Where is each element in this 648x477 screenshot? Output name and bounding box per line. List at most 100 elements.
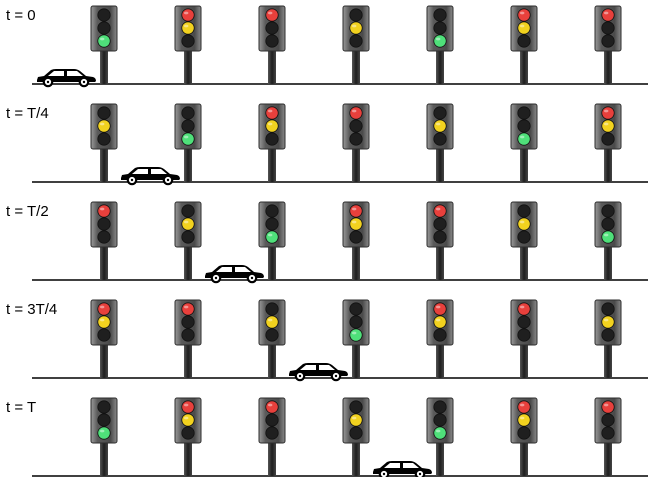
traffic-light	[175, 202, 201, 280]
traffic-light-pole	[100, 244, 108, 280]
red-lamp-glare	[268, 12, 272, 15]
yellow-lamp-glare	[184, 417, 188, 420]
traffic-light-pole	[436, 440, 444, 476]
green-lamp	[434, 133, 446, 145]
yellow-lamp-glare	[184, 25, 188, 28]
traffic-light	[343, 398, 369, 476]
traffic-light	[427, 300, 453, 378]
green-lamp	[98, 329, 110, 341]
yellow-lamp	[266, 120, 278, 132]
yellow-lamp	[98, 414, 110, 426]
yellow-lamp	[98, 316, 110, 328]
red-lamp	[266, 107, 278, 119]
yellow-lamp	[518, 120, 530, 132]
red-lamp-glare	[604, 110, 608, 113]
traffic-light	[511, 104, 537, 182]
traffic-light	[91, 398, 117, 476]
red-lamp-glare	[520, 306, 524, 309]
red-lamp	[602, 205, 614, 217]
green-lamp	[518, 133, 530, 145]
traffic-light-pole	[268, 342, 276, 378]
green-lamp	[434, 427, 446, 439]
yellow-lamp-glare	[604, 319, 608, 322]
traffic-light	[91, 300, 117, 378]
red-lamp	[182, 303, 194, 315]
green-lamp	[98, 35, 110, 47]
car-wheel-hub	[83, 81, 85, 83]
car-wheel-hub	[251, 277, 253, 279]
traffic-light	[427, 6, 453, 84]
row-label: t = T/4	[6, 105, 49, 122]
green-lamp-glare	[184, 136, 188, 139]
traffic-light-pole	[436, 342, 444, 378]
yellow-lamp	[518, 316, 530, 328]
traffic-light	[175, 104, 201, 182]
red-lamp	[434, 107, 446, 119]
green-lamp	[518, 427, 530, 439]
yellow-lamp	[434, 414, 446, 426]
traffic-light-pole	[604, 48, 612, 84]
green-lamp-glare	[352, 332, 356, 335]
traffic-light-pole	[604, 146, 612, 182]
yellow-lamp	[350, 414, 362, 426]
traffic-light	[595, 104, 621, 182]
red-lamp	[98, 107, 110, 119]
green-lamp-glare	[520, 136, 524, 139]
traffic-light	[595, 300, 621, 378]
yellow-lamp-glare	[352, 25, 356, 28]
car-wheel-hub	[299, 375, 301, 377]
traffic-light	[259, 300, 285, 378]
traffic-light	[343, 300, 369, 378]
yellow-lamp	[518, 22, 530, 34]
yellow-lamp-glare	[100, 319, 104, 322]
red-lamp	[350, 107, 362, 119]
traffic-light-pole	[352, 342, 360, 378]
yellow-lamp	[98, 22, 110, 34]
traffic-light-pole	[184, 342, 192, 378]
red-lamp-glare	[184, 404, 188, 407]
yellow-lamp-glare	[184, 221, 188, 224]
yellow-lamp	[266, 414, 278, 426]
traffic-light-pole	[520, 48, 528, 84]
green-lamp	[98, 133, 110, 145]
row-2: t = T/2	[6, 202, 648, 282]
red-lamp	[98, 303, 110, 315]
red-lamp	[182, 401, 194, 413]
row-1: t = T/4	[6, 104, 648, 184]
traffic-light-pole	[184, 146, 192, 182]
green-lamp	[602, 329, 614, 341]
traffic-light	[259, 398, 285, 476]
red-lamp-glare	[100, 208, 104, 211]
yellow-lamp	[434, 22, 446, 34]
yellow-lamp	[602, 120, 614, 132]
traffic-light	[511, 398, 537, 476]
car-wheel-hub	[47, 81, 49, 83]
traffic-light-pole	[184, 48, 192, 84]
red-lamp	[602, 303, 614, 315]
green-lamp	[518, 35, 530, 47]
row-label: t = T/2	[6, 203, 49, 220]
red-lamp	[602, 9, 614, 21]
traffic-light	[595, 6, 621, 84]
red-lamp	[350, 401, 362, 413]
yellow-lamp-glare	[268, 123, 272, 126]
traffic-light	[91, 202, 117, 280]
red-lamp-glare	[604, 404, 608, 407]
row-label: t = 0	[6, 7, 36, 24]
traffic-light	[259, 6, 285, 84]
traffic-light-pole	[268, 244, 276, 280]
traffic-light	[343, 202, 369, 280]
traffic-light	[91, 6, 117, 84]
traffic-light-pole	[604, 342, 612, 378]
traffic-light-pole	[604, 244, 612, 280]
traffic-light	[175, 398, 201, 476]
traffic-light	[175, 6, 201, 84]
yellow-lamp	[350, 316, 362, 328]
traffic-light-pole	[268, 440, 276, 476]
rows-layer: t = 0t = T/4t = T/2t = 3T/4t = T	[6, 6, 648, 477]
red-lamp	[518, 205, 530, 217]
yellow-lamp	[182, 120, 194, 132]
red-lamp	[182, 9, 194, 21]
yellow-lamp	[602, 316, 614, 328]
traffic-light	[511, 202, 537, 280]
